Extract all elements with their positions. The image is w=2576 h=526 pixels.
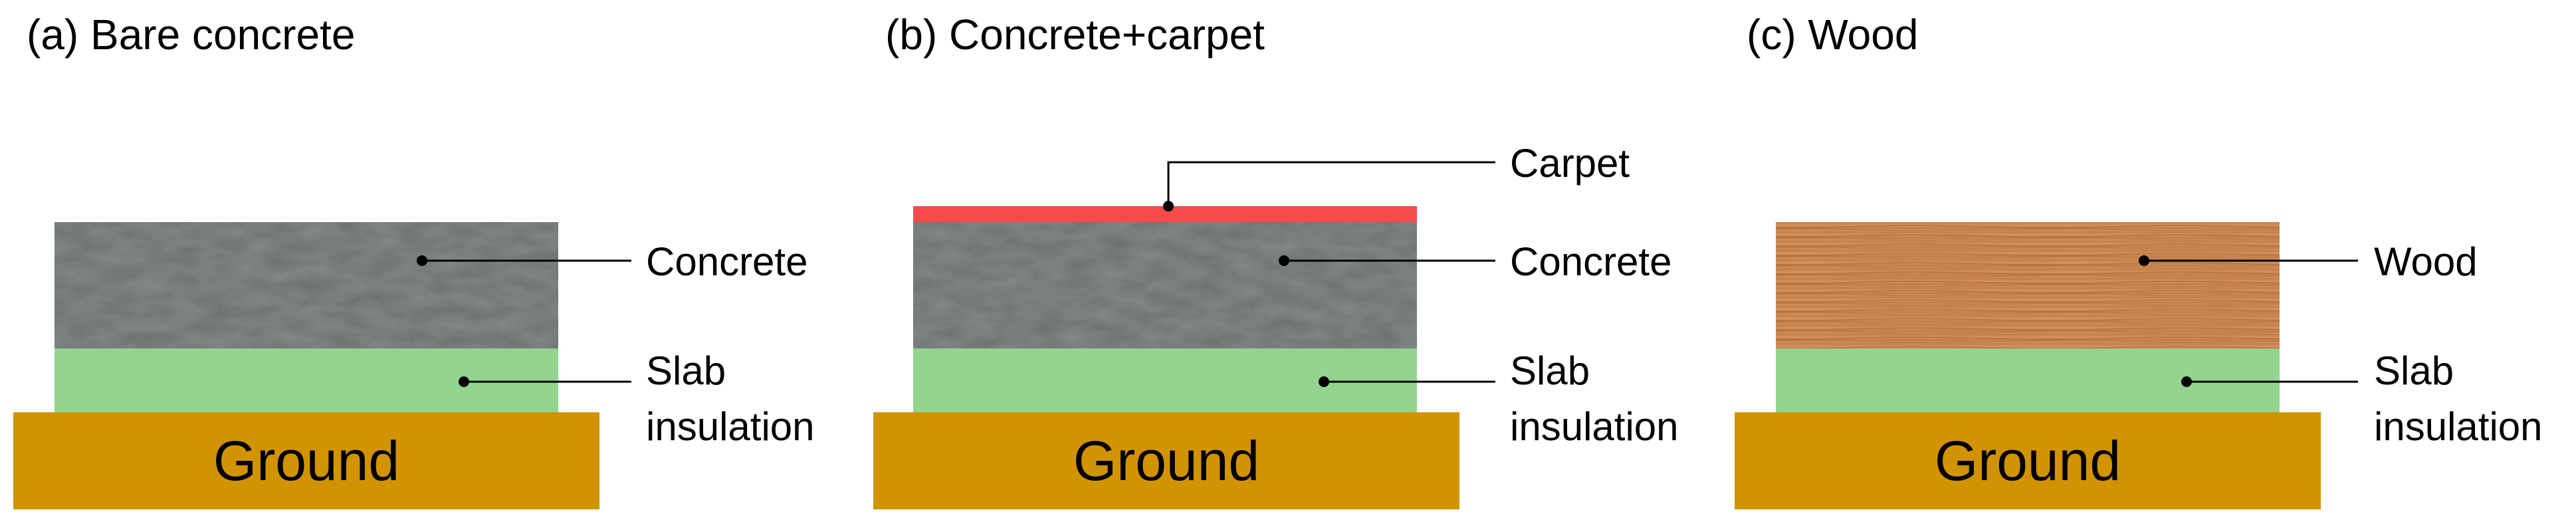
ground-label: Ground [1073,430,1259,492]
slab-insulation-layer [1776,348,2280,412]
panel-a-title: (a) Bare concrete [27,11,355,59]
wood-grain-texture [1776,222,2280,348]
slab-insulation-layer [913,348,1417,412]
slab-label-line1: Slab [2374,348,2454,393]
concrete-texture [54,222,558,348]
concrete-label: Concrete [646,239,807,284]
panel-b: (b) Concrete+carpet Ground Carpet Concre… [873,11,1679,509]
slab-label-line2: insulation [2374,404,2543,449]
ground-layer [873,412,1459,509]
carpet-label: Carpet [1510,141,1630,186]
concrete-texture [913,222,1417,348]
panel-c-title: (c) Wood [1747,11,1918,59]
ground-label: Ground [213,430,399,492]
slab-label-line1: Slab [646,348,726,393]
panel-a: (a) Bare concrete Ground Concrete Slab i… [13,11,815,509]
panel-c: (c) Wood Ground Wood Slab insulation [1735,11,2543,509]
slab-label-line2: insulation [646,404,815,449]
carpet-leader-line [1167,161,1495,206]
slab-insulation-layer [54,348,558,412]
ground-layer [13,412,599,509]
ground-layer [1735,412,2321,509]
ground-label: Ground [1935,430,2121,492]
slab-label-line2: insulation [1510,404,1679,449]
wood-label: Wood [2374,239,2478,284]
concrete-label: Concrete [1510,239,1671,284]
panel-b-title: (b) Concrete+carpet [885,11,1265,59]
slab-label-line1: Slab [1510,348,1590,393]
